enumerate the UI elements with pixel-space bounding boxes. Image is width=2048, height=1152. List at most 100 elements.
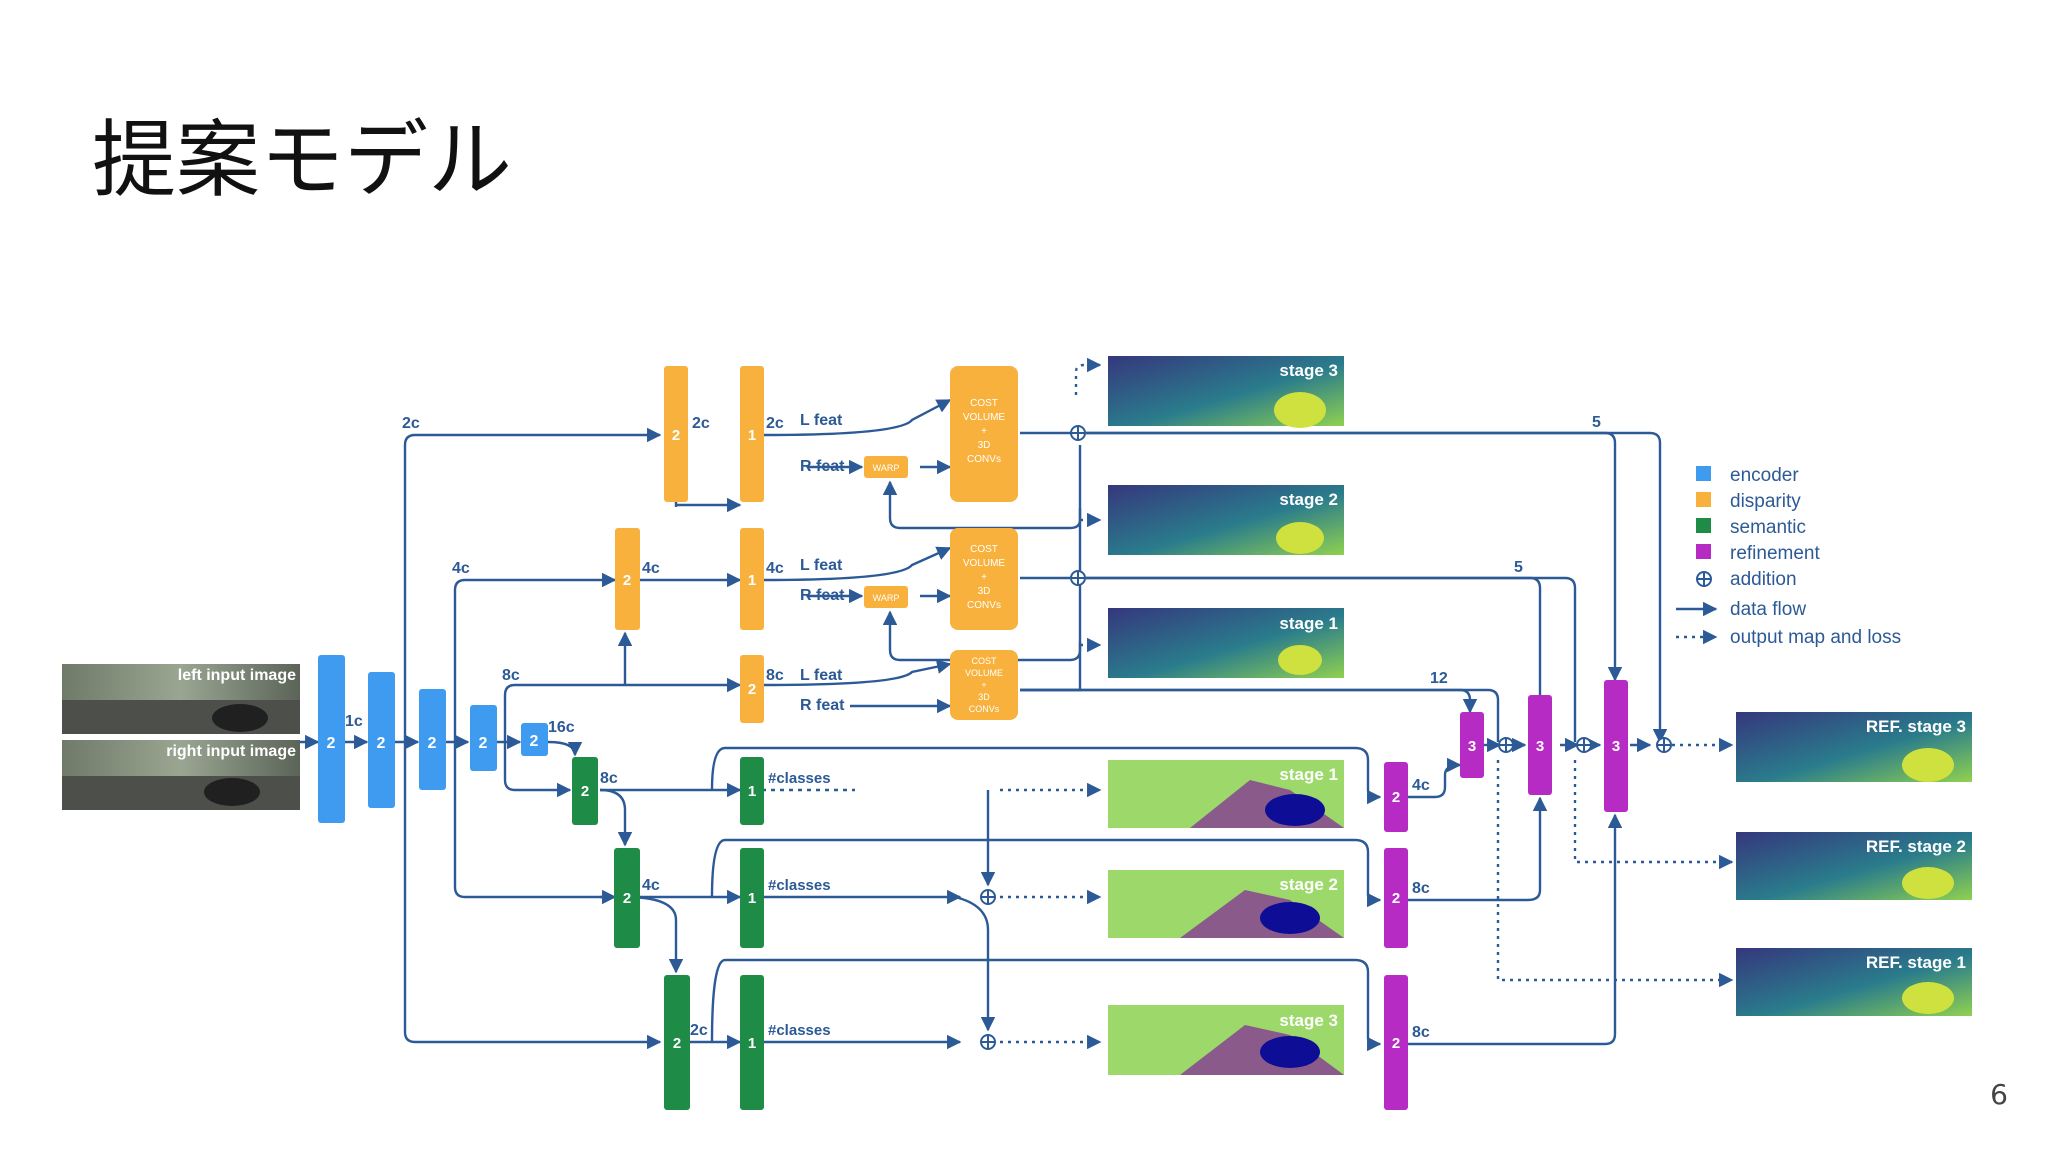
refinement-block [1604,680,1628,812]
disparity-block [615,528,640,630]
cost-volume-text: CONVs [969,704,1000,714]
legend-swatch-encoder [1696,466,1711,481]
output-label: stage 2 [1279,490,1338,509]
refinement-block [1384,762,1408,832]
left-input-label: left input image [178,667,296,684]
flow-label-16c: 16c [548,719,575,736]
refinement-block-label: 3 [1536,738,1544,755]
flow-label: 8c [766,667,784,684]
encoder-block-label: 2 [479,735,488,752]
output-label: stage 2 [1279,875,1338,894]
disparity-output-stage-2: stage 2 [1108,485,1344,555]
disparity-block-label: 2 [623,572,631,589]
legend-swatch-disparity [1696,492,1711,507]
flow-label: 2c [690,1022,708,1039]
semantic-output-stage-3: stage 3 [1108,1005,1344,1075]
encoder-block-label: 2 [530,733,539,750]
l-feat-label: L feat [800,412,843,429]
encoder-block [521,723,548,756]
encoder-block-label: 2 [327,735,336,752]
flow-label: 8c [1412,880,1430,897]
flow-label: 2c [692,415,710,432]
semantic-block [664,975,690,1110]
semantic-block-label: 2 [623,890,631,907]
r-feat-label: R feat [800,587,845,604]
cost-volume-text: CONVs [967,454,1001,465]
flow-label: 2c [766,415,784,432]
encoder: 2 2 2 2 2 1c 16c [318,655,575,823]
semantic-block-label: 2 [581,783,589,800]
cost-volume-text: 3D [978,440,991,451]
disparity-block [740,528,764,630]
addition-icon [1498,737,1514,753]
disparity-output-stage-1: stage 1 [1108,608,1344,678]
cost-volume-text: VOLUME [963,558,1006,569]
legend: encoder disparity semantic refinement ad… [1676,465,1901,648]
legend-label: addition [1730,569,1797,590]
cost-volume-text: COST [971,656,997,666]
output-label: stage 1 [1279,765,1338,784]
semantic-block [740,757,764,825]
flow-label: 12 [1430,670,1448,687]
semantic-block-label: 1 [748,1035,756,1052]
cost-volume-text: + [981,572,987,583]
flow-label: 4c [642,877,660,894]
legend-swatch-refinement [1696,544,1711,559]
right-input-label: right input image [166,743,296,760]
output-label: stage 3 [1279,361,1338,380]
refined-output-stage-1: REF. stage 1 [1736,948,1972,1016]
encoder-block [318,655,345,823]
cost-volume-text: VOLUME [963,412,1006,423]
flow-label: 5 [1592,414,1601,431]
semantic-block [740,975,764,1110]
disparity-block [664,366,688,502]
refinement-block-label: 3 [1612,738,1620,755]
l-feat-label: L feat [800,667,843,684]
output-label: REF. stage 1 [1866,953,1966,972]
encoder-block [368,672,395,808]
cost-volume-text: COST [970,398,998,409]
output-label: REF. stage 2 [1866,837,1966,856]
flow-label-1c: 1c [345,713,363,730]
disparity-block-label: 1 [748,427,756,444]
cost-volume-text: 3D [978,692,990,702]
l-feat-label: L feat [800,557,843,574]
disparity-output-stage-3: stage 3 [1108,356,1344,428]
encoder-block-label: 2 [377,735,386,752]
legend-label: data flow [1730,599,1806,620]
disparity-block-label: 2 [672,427,680,444]
refinement-block [1528,695,1552,795]
semantic-blocks: 2 2 2 1 1 1 [572,757,764,1110]
output-label: REF. stage 3 [1866,717,1966,736]
classes-label: #classes [768,877,831,894]
cost-volume-block [950,528,1018,630]
output-label: stage 3 [1279,1011,1338,1030]
cost-volume-text: + [981,680,986,690]
refined-output-stage-3: REF. stage 3 [1736,712,1972,782]
semantic-block-label: 2 [673,1035,681,1052]
semantic-output-stage-2: stage 2 [1108,870,1344,938]
r-feat-label: R feat [800,458,845,475]
refinement-block-label: 3 [1468,738,1476,755]
disparity-block [740,655,764,723]
refinement-block [1460,712,1484,778]
semantic-block-label: 1 [748,783,756,800]
legend-label: encoder [1730,465,1799,486]
flow-label: 4c [642,560,660,577]
disparity-block [740,366,764,502]
legend-label: disparity [1730,491,1801,512]
encoder-block [419,689,446,790]
cost-volume-blocks: COST VOLUME + 3D CONVs COST VOLUME + 3D … [950,366,1018,720]
warp-label: WARP [873,593,900,603]
addition-icon [1696,571,1712,587]
flow-label: 8c [502,667,520,684]
addition-icon [1070,570,1086,586]
flow-label: 2c [402,415,420,432]
semantic-block [740,848,764,948]
semantic-block-label: 1 [748,890,756,907]
refinement-block-label: 2 [1392,789,1400,806]
cost-volume-text: VOLUME [965,668,1003,678]
output-label: stage 1 [1279,614,1338,633]
slide-title: 提案モデル [92,111,513,209]
